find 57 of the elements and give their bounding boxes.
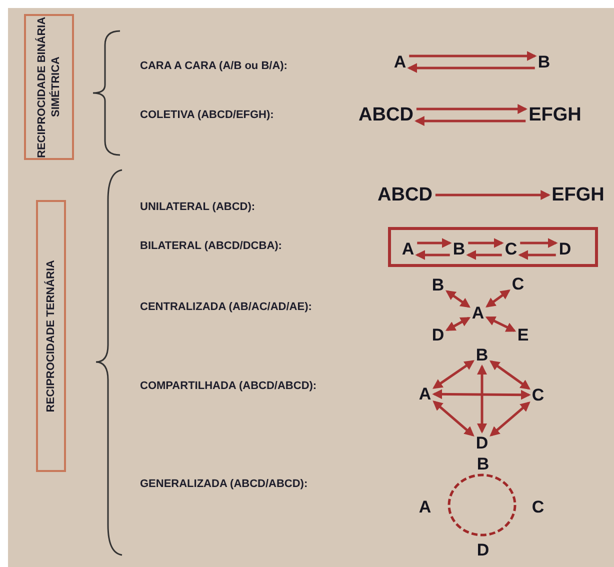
arrow <box>486 289 510 308</box>
arrow <box>466 250 502 260</box>
letter-label: A <box>418 386 432 402</box>
category-label: UNILATERAL (ABCD): <box>140 200 256 215</box>
category-title: RECIPROCIDADE TERNÁRIA <box>44 260 58 412</box>
letter-label: D <box>476 542 490 558</box>
arrow <box>485 316 516 332</box>
category-title: RECIPROCIDADE BINÁRIA SIMÉTRICA <box>35 16 63 158</box>
letter-label: B <box>432 276 444 294</box>
category-label: BILATERAL (ABCD/DCBA): <box>140 238 282 254</box>
category-label: COMPARTILHADA (ABCD/ABCD): <box>140 378 317 394</box>
letter-label: ABCD <box>378 186 432 204</box>
letter-label: A <box>418 498 432 516</box>
letter-label: B <box>538 54 550 70</box>
letter-label: C <box>532 386 544 404</box>
letter-label: ABCD <box>358 106 414 124</box>
arrow <box>520 238 558 248</box>
frame-box <box>388 227 598 267</box>
arrow <box>518 250 556 260</box>
letter-label: A <box>402 240 414 258</box>
arrow <box>415 250 450 260</box>
arrow <box>409 51 537 61</box>
letter-label: C <box>532 498 544 516</box>
letter-label: C <box>512 276 524 292</box>
letter-label: B <box>452 240 466 258</box>
letter-label: A <box>472 304 484 322</box>
category-label: CARA A CARA (A/B ou B/A): <box>140 58 288 74</box>
category-box <box>36 200 66 472</box>
letter-label: C <box>504 240 518 258</box>
arrow <box>435 190 551 200</box>
category-label: CENTRALIZADA (AB/AC/AD/AE): <box>140 300 312 315</box>
letter-label: D <box>558 240 572 258</box>
arrow <box>468 238 504 248</box>
arrow <box>432 389 531 400</box>
arrow <box>432 400 474 436</box>
arrow <box>407 63 535 73</box>
dashed-ellipse <box>447 473 517 537</box>
arrow <box>490 360 530 390</box>
arrow <box>414 116 526 126</box>
arrow <box>446 290 470 308</box>
letter-label: E <box>517 326 529 344</box>
arrow <box>432 360 474 389</box>
letter-label: EFGH <box>528 106 582 124</box>
category-label: COLETIVA (ABCD/EFGH): <box>140 108 274 123</box>
arrow <box>416 104 528 114</box>
arrow <box>477 364 487 434</box>
letter-label: EFGH <box>552 186 604 204</box>
category-label: GENERALIZADA (ABCD/ABCD): <box>140 476 308 492</box>
category-box <box>24 14 74 160</box>
arrow <box>445 316 471 332</box>
arrow <box>417 238 452 248</box>
letter-label: A <box>394 54 406 70</box>
letter-label: B <box>476 456 490 472</box>
arrow <box>490 402 530 436</box>
letter-label: B <box>476 346 488 364</box>
letter-label: D <box>432 326 444 344</box>
letter-label: D <box>476 434 488 452</box>
